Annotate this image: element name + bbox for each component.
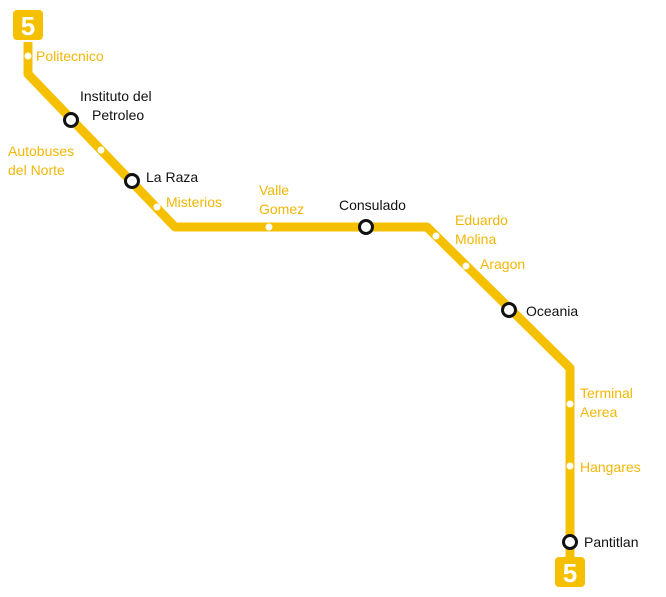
- line-number-top: 5: [21, 11, 35, 41]
- station-markers: [24, 52, 578, 550]
- station-marker-terminal-aerea[interactable]: [566, 400, 574, 408]
- station-label-line-2: Gomez: [259, 201, 304, 217]
- station-marker-politecnico[interactable]: [24, 52, 32, 60]
- station-label-line-1: Instituto del: [80, 88, 152, 104]
- line-5-badge-top: 5: [13, 10, 43, 41]
- station-label-hangares[interactable]: Hangares: [580, 459, 641, 475]
- station-label-misterios[interactable]: Misterios: [166, 194, 222, 210]
- station-marker-oceania[interactable]: [501, 302, 517, 318]
- station-label-line-2: Aerea: [580, 404, 618, 420]
- station-label-politecnico[interactable]: Politecnico: [36, 48, 104, 64]
- station-label-aragon[interactable]: Aragon: [480, 256, 525, 272]
- station-label-oceania[interactable]: Oceania: [526, 303, 578, 319]
- station-label-la-raza[interactable]: La Raza: [146, 169, 198, 185]
- station-marker-pantitlan[interactable]: [562, 534, 578, 550]
- station-marker-hangares[interactable]: [566, 462, 574, 470]
- line-number-bottom: 5: [563, 558, 577, 588]
- line-5-route: [23, 42, 575, 560]
- station-marker-valle-gomez[interactable]: [265, 223, 273, 231]
- line-5-badge-bottom: 5: [555, 557, 585, 588]
- station-marker-instituto-del-petroleo[interactable]: [63, 112, 79, 128]
- station-label-line-2: del Norte: [8, 162, 65, 178]
- station-marker-consulado[interactable]: [358, 219, 374, 235]
- station-label-autobuses-del-norte[interactable]: Autobuses del Norte: [8, 143, 78, 178]
- station-label-instituto-del-petroleo[interactable]: Instituto del Petroleo: [80, 88, 156, 123]
- station-label-pantitlan[interactable]: Pantitlan: [584, 534, 638, 550]
- station-marker-aragon[interactable]: [462, 262, 470, 270]
- station-label-line-1: Eduardo: [455, 212, 508, 228]
- station-label-eduardo-molina[interactable]: Eduardo Molina: [455, 212, 512, 247]
- station-marker-misterios[interactable]: [153, 203, 161, 211]
- station-marker-autobuses-del-norte[interactable]: [97, 146, 105, 154]
- station-label-line-1: Valle: [259, 182, 289, 198]
- station-label-line-2: Petroleo: [92, 107, 144, 123]
- station-label-line-1: Autobuses: [8, 143, 74, 159]
- station-label-valle-gomez[interactable]: Valle Gomez: [259, 182, 304, 217]
- station-label-line-1: Terminal: [580, 385, 633, 401]
- station-label-consulado[interactable]: Consulado: [339, 197, 406, 213]
- station-label-line-2: Molina: [455, 231, 496, 247]
- station-labels: Politecnico Instituto del Petroleo Autob…: [8, 48, 641, 550]
- station-marker-la-raza[interactable]: [124, 173, 140, 189]
- station-label-terminal-aerea[interactable]: Terminal Aerea: [580, 385, 637, 420]
- station-marker-eduardo-molina[interactable]: [432, 232, 440, 240]
